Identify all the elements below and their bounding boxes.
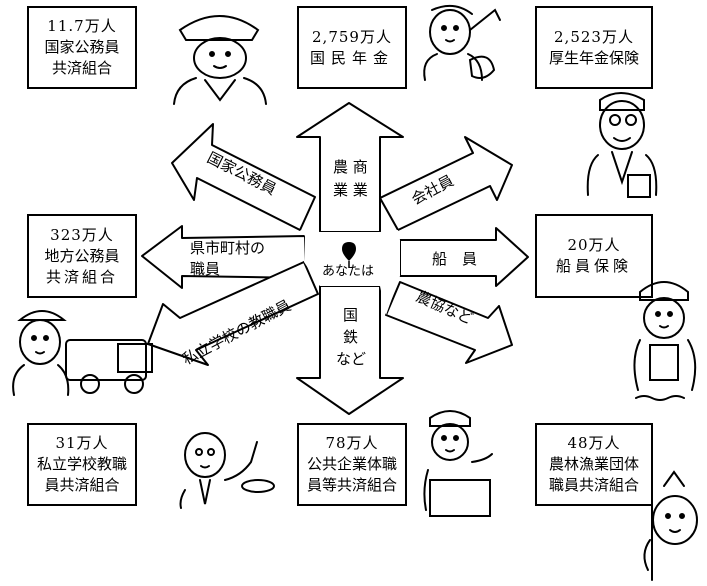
scheme-name-2: 共済組合: [45, 267, 118, 286]
label-kokutetsu-3: など: [336, 350, 366, 368]
railway-worker-illustration: [423, 410, 493, 517]
member-count: 323万人: [50, 225, 114, 244]
arrow-lowerleft-kyoshokuin: [147, 261, 319, 366]
box-norin-gyogyo: 48万人 農林漁業団体 職員共済組合: [535, 423, 653, 506]
box-kosei-nenkin: 2,523万人 厚生年金保険: [535, 6, 653, 89]
member-count: 11.7万人: [47, 17, 117, 35]
office-worker-illustration: [586, 92, 658, 198]
member-count: 31万人: [55, 434, 109, 452]
arrow-lowerright-nokyo: [385, 281, 513, 364]
scheme-name: 厚生年金保険: [548, 48, 639, 67]
scheme-name: 地方公務員: [44, 246, 120, 265]
scheme-name-2: 共済組合: [51, 59, 112, 77]
scheme-name: 国民年金: [309, 48, 394, 67]
scheme-name: 公共企業体職: [306, 455, 397, 473]
scheme-name: 農林漁業団体: [548, 455, 639, 473]
box-chiho-komuin: 323万人 地方公務員 共済組合: [27, 214, 137, 298]
member-count: 20万人: [567, 236, 621, 254]
arrow-upleft-kokka: [171, 123, 316, 231]
pin-icon: [342, 242, 356, 268]
member-count: 2,523万人: [554, 27, 634, 46]
scheme-name: 国家公務員: [44, 38, 120, 56]
scheme-name: 船員保険: [555, 257, 632, 275]
farmer-illustration: [423, 4, 501, 81]
teacher-illustration: [179, 432, 275, 509]
label-kenshi-1: 県市町村の: [190, 239, 265, 257]
box-kokyo-kigyotai: 78万人 公共企業体職 員等共済組合: [297, 423, 407, 506]
box-kokka-komuin: 11.7万人 国家公務員 共済組合: [27, 6, 137, 89]
scheme-name-2: 員等共済組合: [306, 476, 397, 494]
label-kenshi-2: 職員: [190, 260, 220, 278]
scheme-name-2: 員共済組合: [44, 476, 120, 494]
label-nosho-1: 農 商: [333, 158, 368, 176]
label-kokutetsu-2: 鉄: [343, 328, 358, 346]
scheme-name-2: 職員共済組合: [548, 476, 639, 494]
scheme-name: 私立学校教職: [36, 455, 127, 473]
truck-driver-illustration: [12, 310, 153, 396]
arrow-upright-kaishain: [379, 136, 513, 231]
label-kokutetsu-1: 国: [343, 306, 358, 324]
member-count: 48万人: [567, 434, 621, 452]
label-nosho-2: 業 業: [333, 181, 368, 199]
box-shiritsu-gakko: 31万人 私立学校教職 員共済組合: [27, 423, 137, 506]
sailor-illustration: [633, 281, 697, 401]
member-count: 78万人: [325, 434, 379, 452]
fisherman-illustration: [643, 470, 698, 581]
label-senin: 船 員: [432, 250, 477, 268]
box-kokumin-nenkin: 2,759万人 国民年金: [297, 6, 407, 89]
member-count: 2,759万人: [312, 27, 392, 46]
police-officer-illustration: [173, 15, 267, 105]
label-center: あなたは: [322, 264, 374, 279]
box-senin-hoken: 20万人 船員保険: [535, 214, 653, 298]
